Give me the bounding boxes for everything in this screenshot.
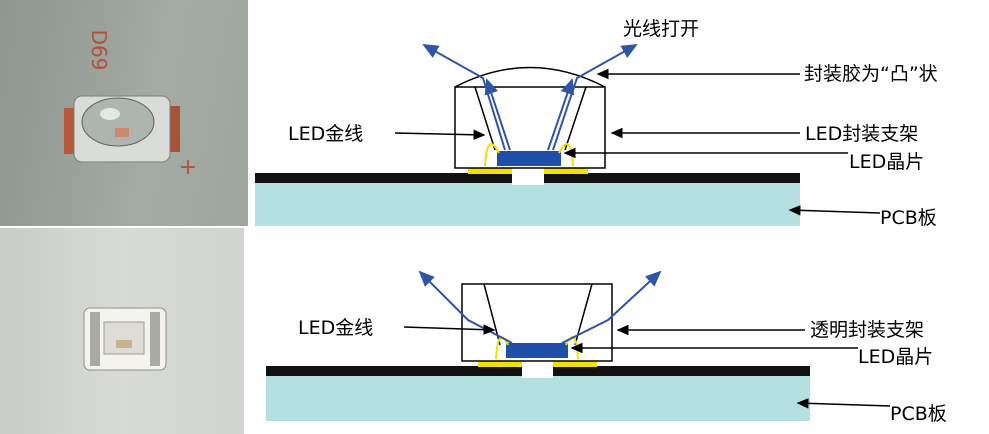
top-pcb-board	[255, 183, 800, 226]
bottom-diagram: LED金线 透明封装支架 LED晶片 PCB板	[266, 270, 947, 425]
top-board-gap	[512, 171, 544, 185]
top-led-chip	[497, 151, 561, 166]
led-bottom-chip	[116, 340, 132, 348]
top-pcb-pointer	[788, 205, 881, 216]
bottom-gold-wire-pointer	[403, 324, 496, 335]
led-bottom-cavity	[103, 321, 145, 355]
led-photo-top: D69 +	[0, 0, 248, 226]
top-left-solder-pad	[468, 168, 512, 174]
polarity-mark: +	[179, 155, 197, 180]
bottom-gold-wire-label: LED金线	[298, 317, 373, 339]
led-top-lens	[81, 97, 155, 147]
top-light-ray-left-inner	[484, 78, 511, 151]
led-bottom-left-wall	[90, 312, 100, 366]
top-light-ray-left-outer	[422, 44, 506, 151]
bottom-right-solder-pad	[553, 361, 597, 367]
top-encapsulant-label: 封装胶为“凸”状	[804, 63, 938, 85]
bottom-pcb-board	[266, 376, 810, 421]
bottom-board-gap	[522, 364, 553, 378]
bottom-light-ray-right	[561, 270, 662, 344]
bottom-gold-wire-left	[495, 336, 509, 360]
top-light-label: 光线打开	[623, 18, 699, 40]
bottom-pcb-label: PCB板	[890, 403, 947, 425]
top-gold-wire-left	[484, 143, 500, 167]
bottom-light-ray-left	[418, 270, 513, 344]
top-gold-wire-pointer	[394, 129, 486, 141]
top-bracket-inner-walls	[474, 86, 587, 151]
bottom-left-solder-pad	[478, 361, 522, 367]
top-encapsulant-dome	[454, 66, 606, 88]
led-photo-top-drawing: D69 +	[64, 30, 197, 180]
led-bottom-right-wall	[150, 312, 160, 366]
led-photo-bottom	[0, 228, 244, 434]
bottom-bracket-label: 透明封装支架	[810, 319, 924, 341]
top-chip-label: LED晶片	[849, 151, 924, 173]
top-pcb-label: PCB板	[880, 207, 937, 229]
top-gold-wire-right	[558, 143, 574, 167]
led-top-lens-highlight	[100, 108, 120, 120]
top-light-ray-right-inner	[547, 78, 575, 151]
top-gold-wire-label: LED金线	[288, 123, 363, 145]
bottom-pcb-pointer	[796, 398, 891, 409]
top-bracket-label: LED封装支架	[805, 123, 918, 145]
top-right-solder-pad	[544, 168, 588, 174]
led-photo-bottom-drawing	[83, 307, 167, 371]
led-top-chip	[115, 128, 129, 137]
top-diagram: 光线打开 封装胶为“凸”状 LED金线 LED封装支架 LED晶片 PCB板	[255, 18, 938, 229]
led-marking-text: D69	[87, 30, 111, 71]
bottom-led-chip	[506, 343, 568, 358]
bottom-chip-label: LED晶片	[858, 346, 933, 368]
top-light-ray-right-outer	[552, 44, 638, 151]
